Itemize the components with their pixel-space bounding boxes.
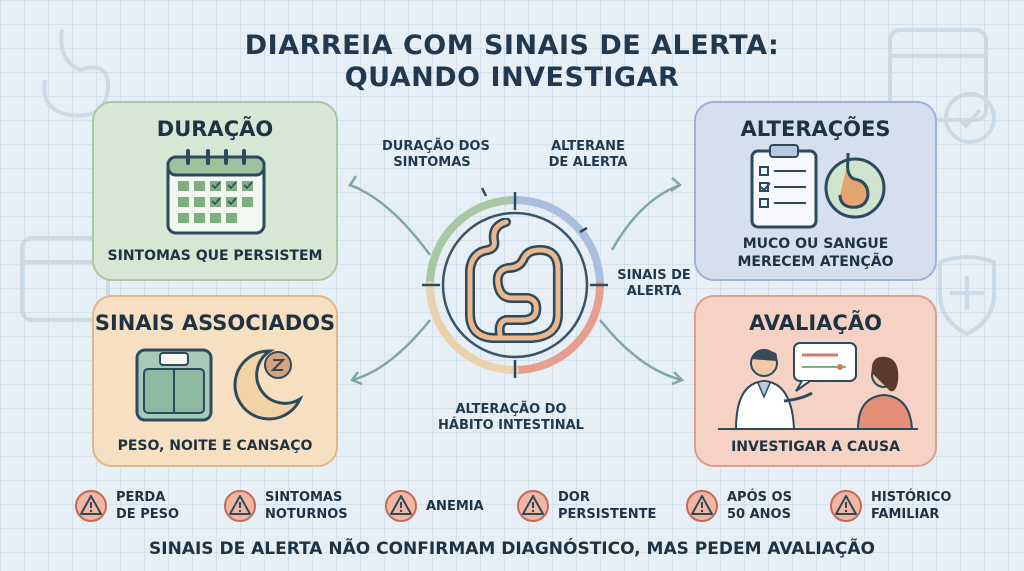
intestine-icon (465, 218, 563, 343)
warning-dor-persistente: DOR PERSISTENTE (516, 489, 656, 523)
center-ring (348, 175, 685, 386)
card-avaliacao-title: AVALIAÇÃO (749, 311, 882, 335)
warning-sintomas-noturnos: SINTOMAS NOTURNOS (223, 489, 348, 523)
warning-anemia: ANEMIA (384, 489, 484, 523)
card-sinais-associados: SINAIS ASSOCIADOS PESO, NOITE E CANSAÇO (92, 295, 338, 467)
warning-historico-line1: HISTÓRICO (871, 490, 952, 505)
stomach-icon (824, 153, 886, 219)
warning-historico-familiar: HISTÓRICO FAMILIAR (829, 489, 951, 523)
card-alteracoes: ALTERAÇÕES MUCO OU SANGUE MERECEM ATENÇÃ… (694, 101, 937, 281)
warning-icon (75, 490, 107, 522)
warning-perda-line1: PERDA (116, 490, 166, 505)
warning-icon (517, 490, 549, 522)
clipboard-icon (750, 144, 818, 229)
card-duracao-title: DURAÇÃO (156, 117, 274, 141)
warning-apos-50: APÓS OS 50 ANOS (685, 489, 792, 523)
moon-icon (233, 349, 304, 421)
warning-historico-line2: FAMILIAR (871, 507, 940, 522)
label-alterane-line2: DE ALERTA (548, 155, 628, 170)
page-title-line2: QUANDO INVESTIGAR (344, 62, 680, 93)
scale-icon (135, 348, 213, 422)
warning-noturnos-line1: SINTOMAS (265, 490, 343, 505)
card-duracao: DURAÇÃO SINTOMAS QUE PERSISTEM (92, 101, 338, 281)
card-sinais-title: SINAIS ASSOCIADOS (94, 311, 336, 335)
warning-perda-line2: DE PESO (116, 507, 180, 522)
label-duracao-sintomas: DURAÇÃO DOS SINTOMAS (382, 139, 490, 171)
card-alteracoes-caption-line1: MUCO OU SANGUE (742, 236, 889, 252)
label-sinais-alerta: SINAIS DE ALERTA (614, 268, 694, 300)
card-alteracoes-caption-line2: MERECEM ATENÇÃO (737, 254, 894, 270)
card-sinais-caption: PESO, NOITE E CANSAÇO (117, 438, 313, 454)
warning-icon (385, 490, 417, 522)
warning-apos-line1: APÓS OS (727, 490, 792, 505)
warning-icon (830, 490, 862, 522)
warning-perda-peso: PERDA DE PESO (74, 489, 179, 523)
warning-dor-line1: DOR (558, 490, 590, 505)
calendar-icon (166, 149, 266, 235)
warning-icon (686, 490, 718, 522)
label-alteracao-line2: HÁBITO INTESTINAL (438, 418, 584, 433)
warning-icon (224, 490, 256, 522)
footer-note: SINAIS DE ALERTA NÃO CONFIRMAM DIAGNÓSTI… (149, 539, 875, 559)
label-sinais-line1: SINAIS DE (617, 268, 691, 283)
doctor-patient-icon (718, 342, 918, 430)
warning-dor-line2: PERSISTENTE (558, 507, 657, 522)
card-duracao-caption: SINTOMAS QUE PERSISTEM (107, 248, 323, 264)
card-avaliacao: AVALIAÇÃO INVESTIGAR A CAUSA (694, 295, 937, 467)
label-duracao-line1: DURAÇÃO DOS (382, 139, 490, 154)
label-alterane-line1: ALTERANE (551, 139, 625, 154)
label-sinais-line2: ALERTA (626, 284, 682, 299)
card-avaliacao-caption: INVESTIGAR A CAUSA (731, 439, 900, 455)
page-title-line1: DIARREIA COM SINAIS DE ALERTA: (244, 30, 780, 61)
warning-apos-line2: 50 ANOS (727, 507, 791, 522)
warning-noturnos-line2: NOTURNOS (265, 507, 348, 522)
label-alteracao-habito: ALTERAÇÃO DO HÁBITO INTESTINAL (436, 402, 586, 434)
label-alterane: ALTERANE DE ALERTA (548, 139, 628, 171)
label-duracao-line2: SINTOMAS (393, 155, 471, 170)
label-alteracao-line1: ALTERAÇÃO DO (455, 402, 567, 417)
warning-anemia-text: ANEMIA (426, 498, 484, 514)
card-alteracoes-title: ALTERAÇÕES (740, 117, 891, 141)
